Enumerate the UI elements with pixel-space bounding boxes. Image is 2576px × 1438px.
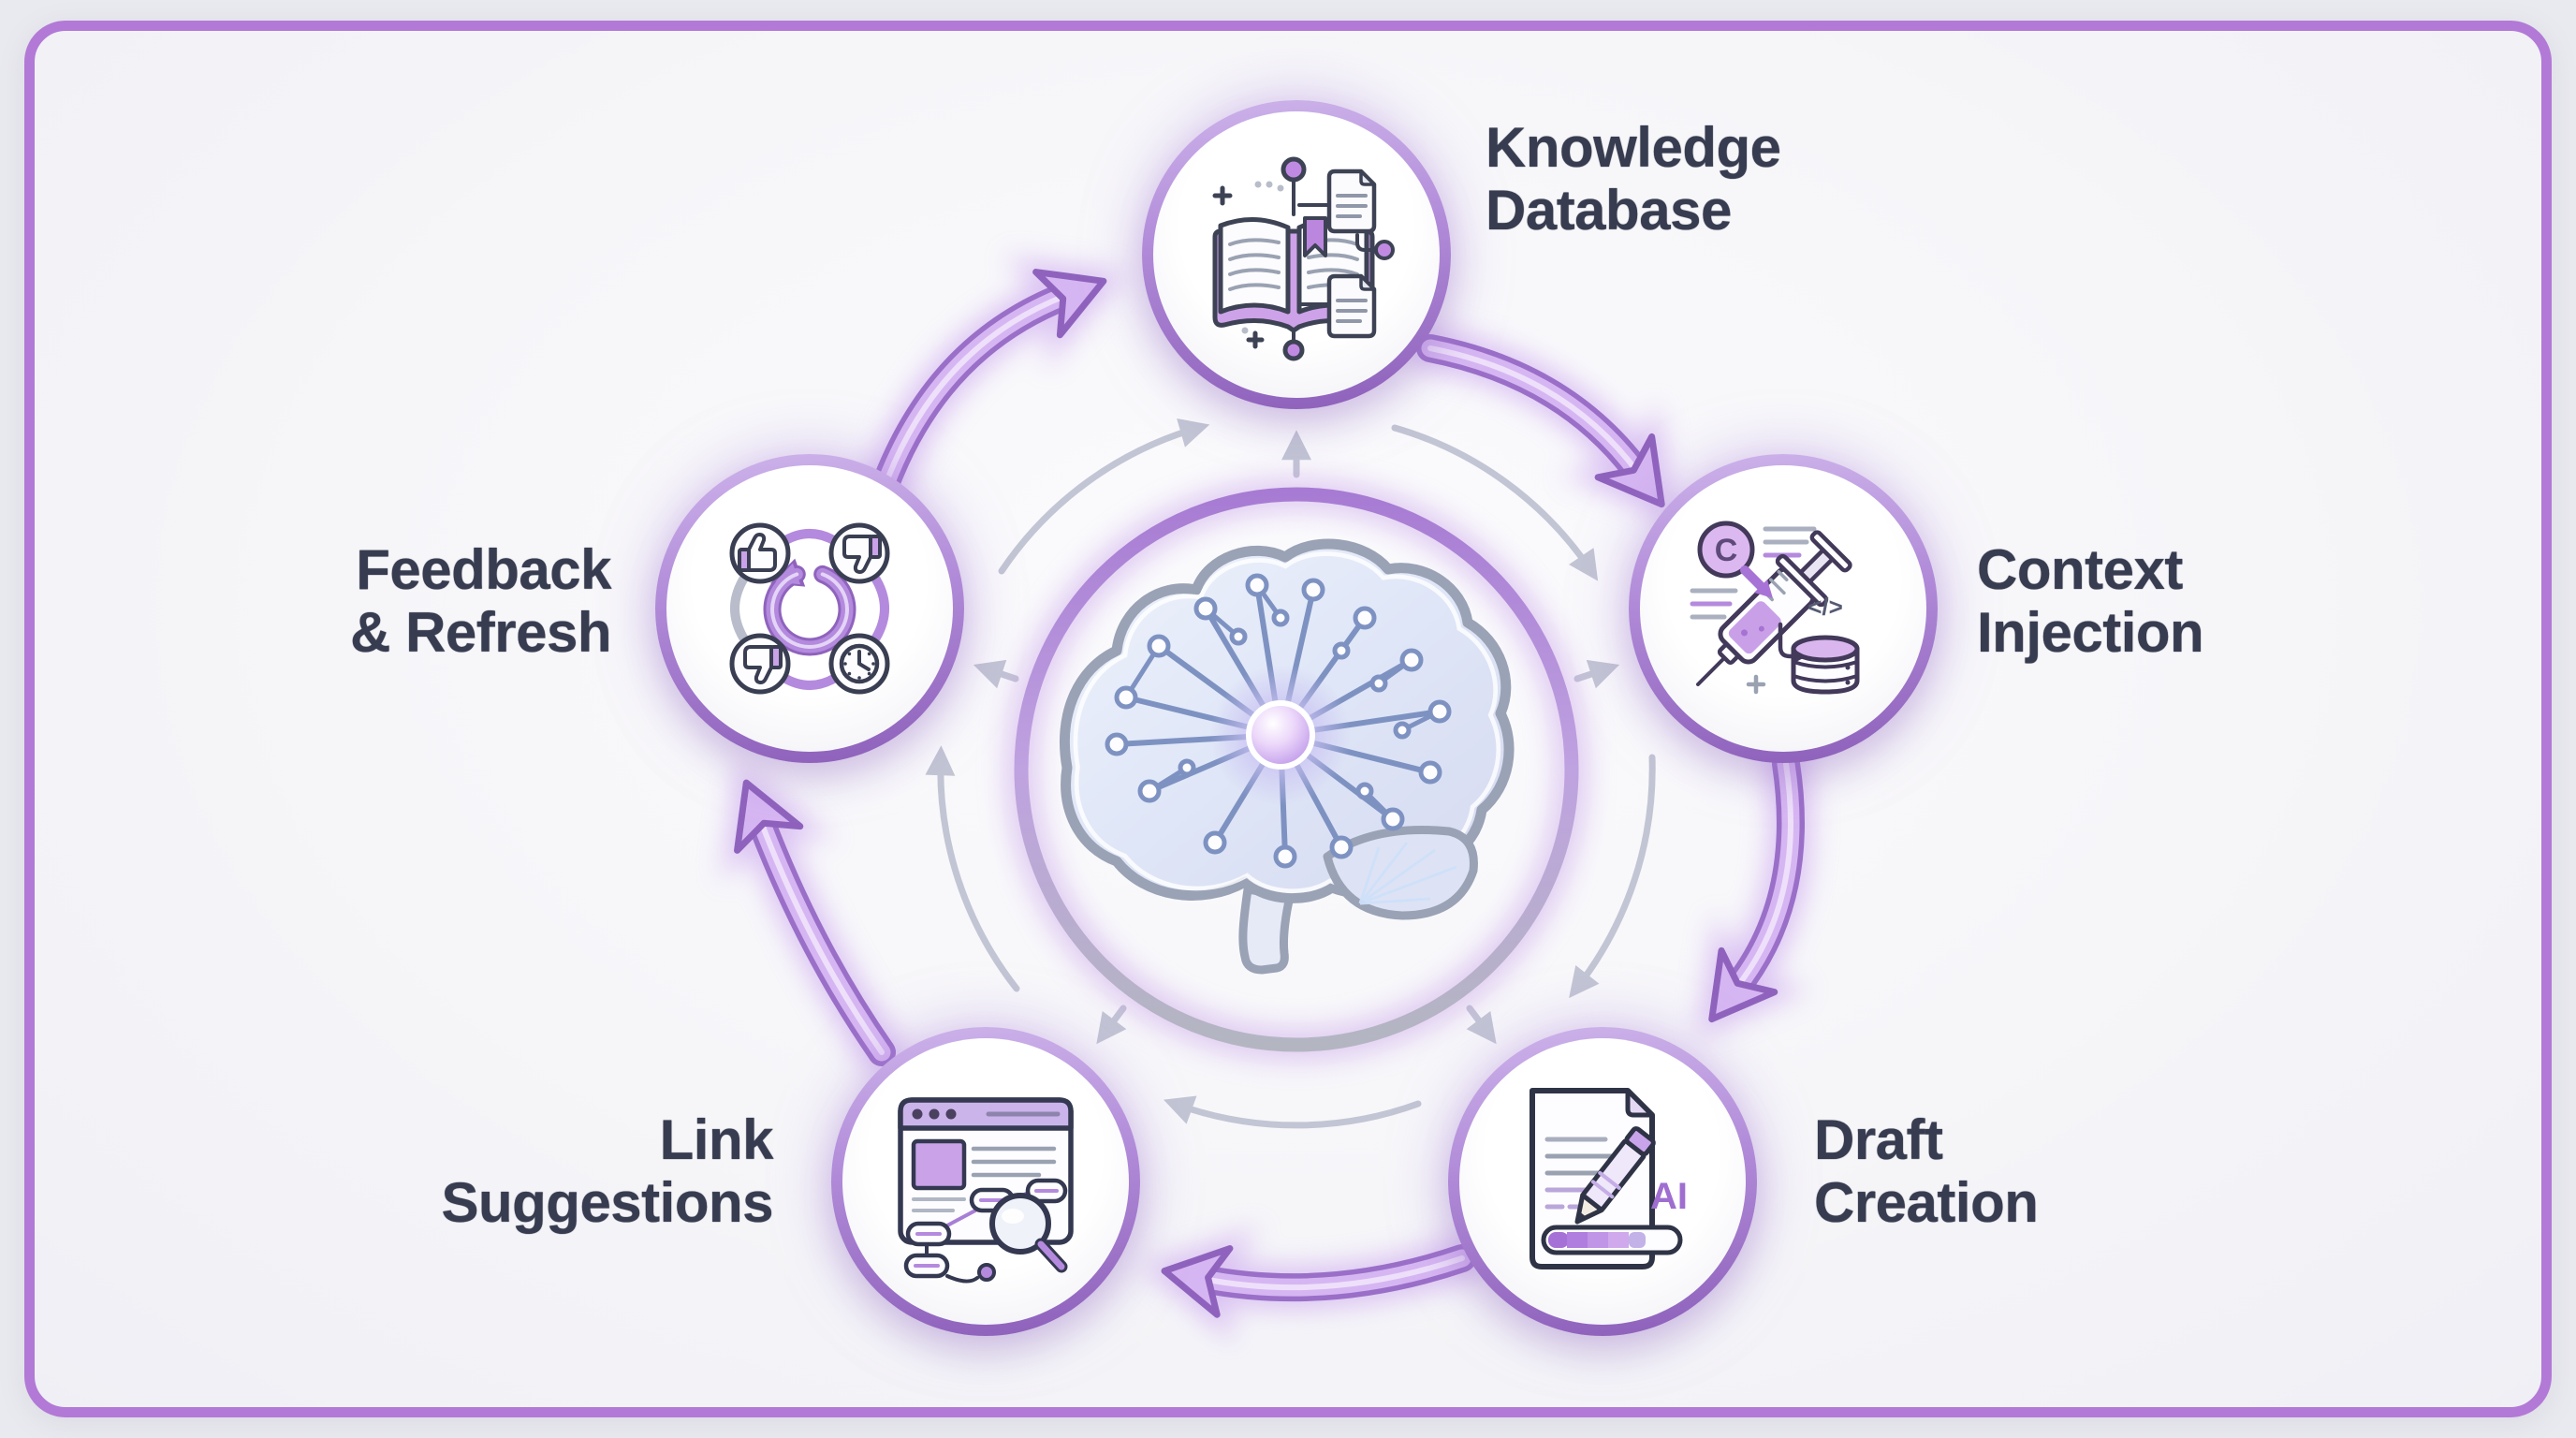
pencil-icon [1574,1126,1656,1225]
clock-icon [839,643,880,684]
syringe [1696,530,1852,686]
ai-label: AI [1650,1176,1688,1217]
thumb-down-icon [842,535,882,574]
label-context-injection: Context Injection [1977,538,2204,664]
center-ring [1004,477,1588,1062]
core-orb [1210,665,1351,805]
label-link-suggestions: Link Suggestions [441,1108,773,1234]
magnifier-icon [989,1193,1068,1273]
refresh-arrow [763,558,856,656]
book-network-icon [1212,156,1395,361]
context-badge-letter: C [1715,533,1738,568]
label-line: Database [1486,179,1732,242]
browser-links-magnifier-icon [898,1097,1074,1284]
label-line: Injection [1977,601,2204,664]
label-line: Creation [1814,1171,2039,1234]
label-line: & Refresh [350,601,611,664]
code-glyph: </> [1808,593,1843,621]
neural-network-nodes [1105,573,1452,869]
linked-doc-icon [1326,169,1377,234]
sparkle-decorations [1212,181,1284,349]
thumb-up-icon [738,533,777,572]
link-chips [903,1178,1068,1279]
node-link-suggestions [831,1027,1140,1336]
label-line: Feedback [356,538,611,601]
thumb-down-icon [743,645,783,684]
thumbs-refresh-clock-icon [729,522,890,695]
context-badge [1697,521,1755,579]
cerebellum-fibers [1358,842,1457,905]
ai-brain-icon [1059,538,1515,975]
node-context-injection: C </> [1629,454,1938,763]
radial-arrows [973,430,1620,1045]
label-line: Context [1977,538,2183,601]
linked-doc-icon [1326,273,1377,339]
label-line: Draft [1814,1108,1943,1171]
label-draft-creation: Draft Creation [1814,1108,2039,1234]
inner-cycle-arrows [925,418,1656,1129]
document-pencil-icon: AI [1530,1088,1688,1269]
node-feedback-refresh [655,454,964,763]
label-line: Suggestions [441,1171,773,1234]
label-line: Link [659,1108,774,1171]
label-knowledge-database: Knowledge Database [1486,116,1781,242]
node-knowledge-database [1142,100,1451,409]
node-draft-creation: AI [1448,1027,1757,1336]
syringe-database-icon: C </> [1690,521,1860,695]
label-feedback-refresh: Feedback & Refresh [350,538,611,664]
label-line: Knowledge [1486,116,1781,179]
progress-bar [1541,1225,1683,1255]
database-icon [1791,635,1860,695]
brain-stem [1238,885,1295,975]
